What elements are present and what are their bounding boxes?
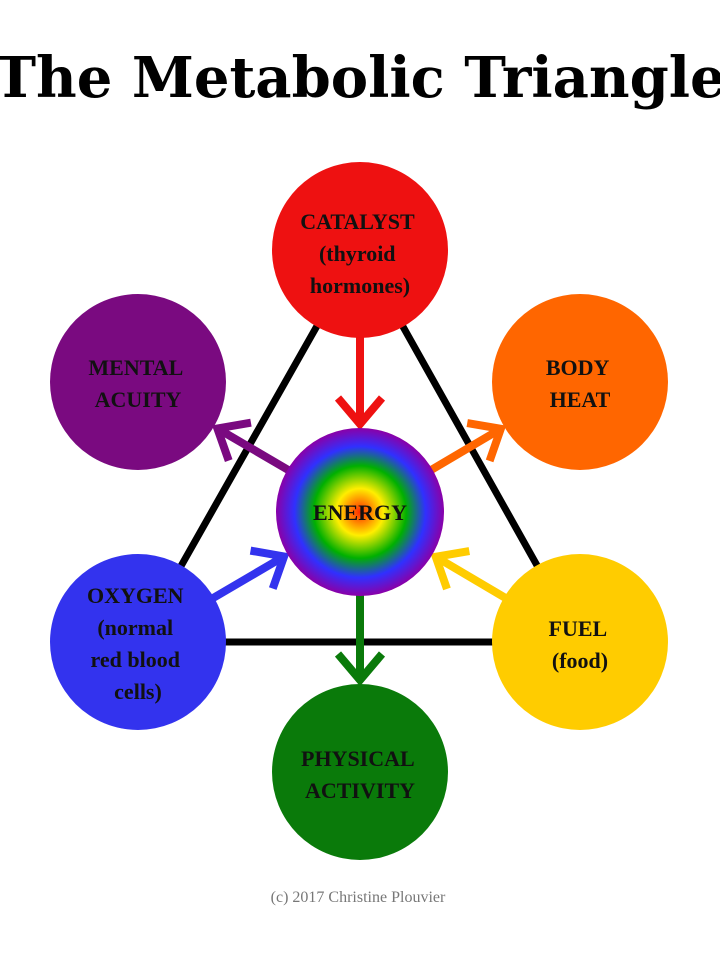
arrowhead-oxygen-to-energy — [249, 546, 290, 590]
heat-label-line: BODY — [546, 355, 610, 380]
arrows-group — [208, 334, 510, 687]
fuel-circle — [492, 554, 668, 730]
catalyst-circle — [272, 162, 448, 338]
catalyst-label-line: (thyroid — [319, 241, 396, 266]
node-energy: ENERGY — [276, 428, 444, 596]
energy-label: ENERGY — [313, 500, 407, 525]
arrowhead-energy-to-mental — [212, 418, 252, 462]
node-body-heat: BODY HEAT — [492, 294, 668, 470]
catalyst-label-line: hormones) — [310, 273, 410, 298]
arrowhead-catalyst-to-energy — [334, 395, 386, 431]
catalyst-label-line: CATALYST — [300, 209, 415, 234]
catalyst-label: CATALYST (thyroid hormones) — [300, 209, 420, 298]
mental-acuity-label: MENTAL ACUITY — [88, 355, 187, 412]
mental-label-line: ACUITY — [95, 387, 182, 412]
mental-label-line: MENTAL — [88, 355, 182, 380]
mental-acuity-circle — [50, 294, 226, 470]
arrowhead-fuel-to-energy — [430, 547, 471, 591]
body-heat-label: BODY HEAT — [546, 355, 614, 412]
arrow-energy-to-heat — [426, 425, 503, 475]
arrowhead-energy-to-heat — [466, 419, 507, 463]
node-catalyst: CATALYST (thyroid hormones) — [272, 162, 448, 338]
node-physical-activity: PHYSICAL ACTIVITY — [272, 684, 448, 860]
oxygen-circle — [50, 554, 226, 730]
oxygen-label-line: red blood — [91, 647, 180, 672]
node-fuel: FUEL (food) — [492, 554, 668, 730]
arrow-energy-to-mental — [215, 425, 293, 476]
activity-label-line: ACTIVITY — [305, 778, 415, 803]
page-title: The Metabolic Triangle — [0, 45, 720, 111]
body-heat-circle — [492, 294, 668, 470]
fuel-label-line: (food) — [552, 648, 608, 673]
heat-label-line: HEAT — [550, 387, 611, 412]
copyright-text: (c) 2017 Christine Plouvier — [271, 889, 446, 906]
oxygen-label: OXYGEN (normal red blood cells) — [87, 583, 189, 704]
energy-circle — [276, 428, 444, 596]
activity-label-line: PHYSICAL — [301, 746, 414, 771]
arrowhead-energy-to-activity — [334, 651, 386, 687]
fuel-label-line: FUEL — [549, 616, 607, 641]
fuel-label: FUEL (food) — [549, 616, 612, 673]
oxygen-label-line: (normal — [97, 615, 173, 640]
physical-activity-label: PHYSICAL ACTIVITY — [301, 746, 419, 803]
arrow-fuel-to-energy — [433, 553, 510, 603]
arrow-oxygen-to-energy — [208, 553, 287, 604]
oxygen-label-line: cells) — [114, 679, 162, 704]
node-mental-acuity: MENTAL ACUITY — [50, 294, 226, 470]
node-oxygen: OXYGEN (normal red blood cells) — [50, 554, 226, 730]
oxygen-label-line: OXYGEN — [87, 583, 184, 608]
physical-activity-circle — [272, 684, 448, 860]
